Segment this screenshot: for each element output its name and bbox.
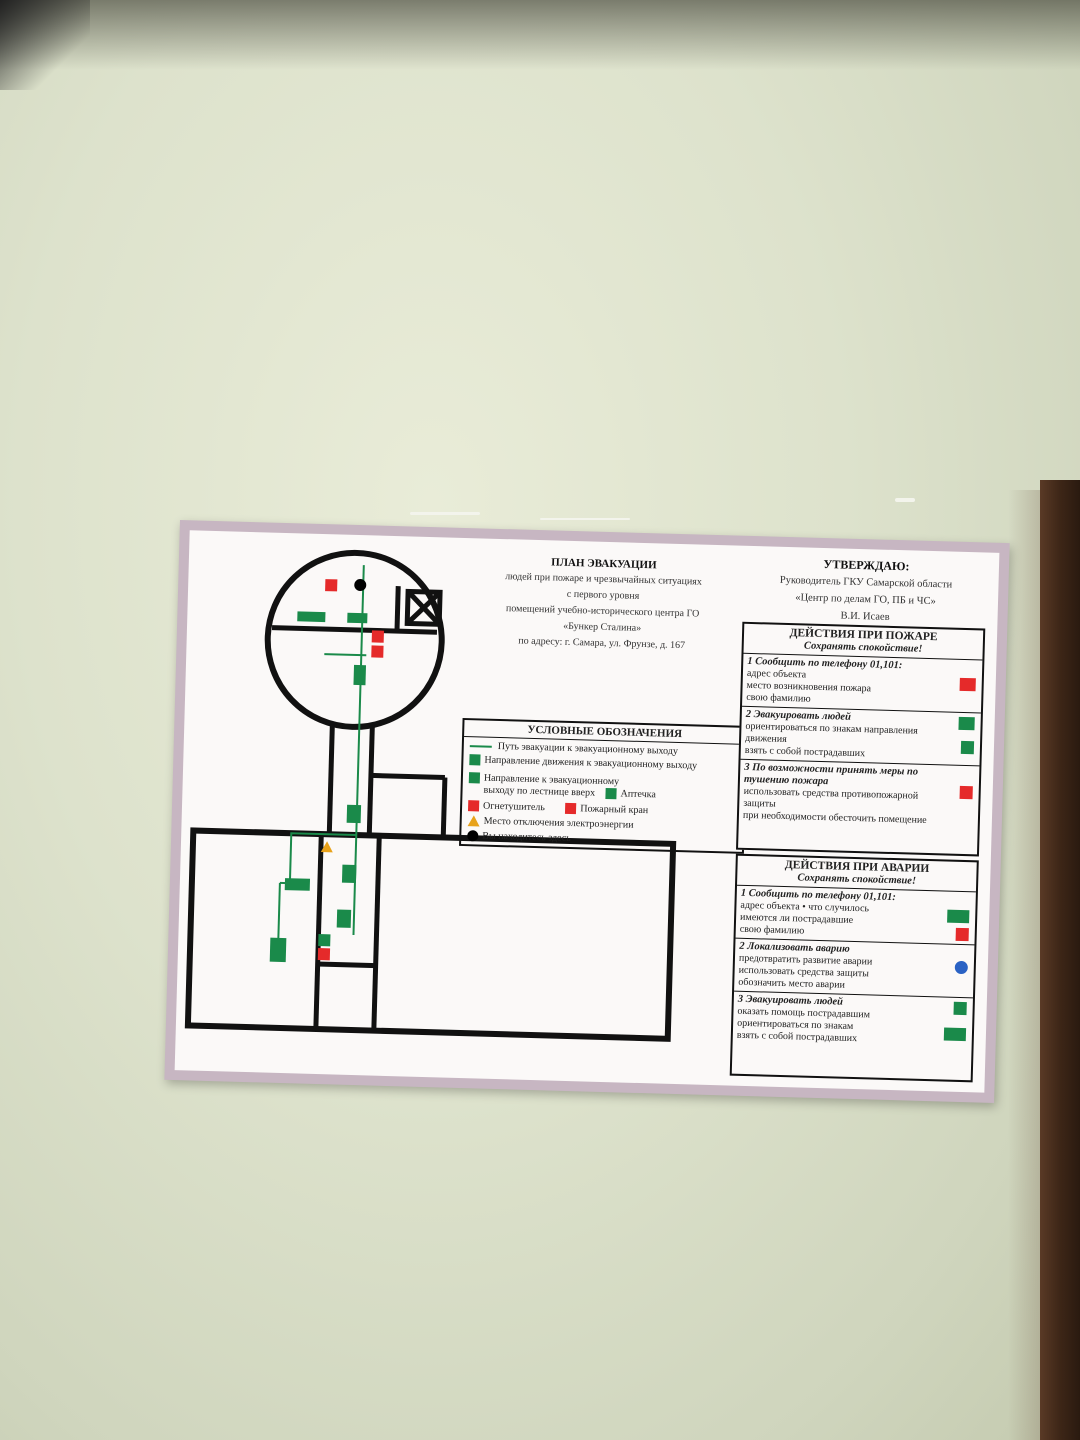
exit-sign-icon [958,716,975,731]
corridor-wall [366,725,375,836]
you-are-here-icon [354,579,367,592]
exit-sign-icon [269,937,287,963]
legend-item: выходу по лестнице вверх Аптечка [483,784,656,801]
first-aid-icon [318,934,331,947]
phone-icon [955,927,969,942]
accident-step-2: 2 Локализовать аварию предотвратить разв… [734,938,975,999]
fire-hydrant-icon [565,803,577,815]
legend-item: Огнетушитель Пожарный кран [467,800,648,817]
fire-actions-box: ДЕЙСТВИЯ ПРИ ПОЖАРЕ Сохранять спокойстви… [736,621,986,857]
warning-icon [467,815,480,827]
round-hall-wall [264,549,445,730]
route-line-icon [469,744,492,748]
stair-room [404,588,443,627]
corridor-wall [326,724,335,835]
wall [440,777,448,838]
wall-shadow [0,0,1080,70]
wall [313,833,324,1030]
phone-icon [959,677,976,692]
legend-item: Место отключения электроэнергии [467,815,634,832]
first-aid-icon [605,788,617,800]
door-frame [1040,480,1080,1440]
extinguisher-icon [317,948,331,961]
exit-sign-icon [947,909,970,924]
fire-step-1: 1 Сообщить по телефону 01,101: адрес объ… [742,653,983,714]
you-are-here-icon [467,830,479,842]
direction-sign-icon [353,664,367,686]
exit-sign-icon [297,611,326,623]
plan-sheet: ПЛАН ЭВАКУАЦИИ людей при пожаре и чрезвы… [174,530,1000,1093]
floor-plan-drawing [184,549,677,1042]
first-aid-icon [960,740,975,755]
wall [370,772,445,780]
wall [271,625,438,635]
exit-sign-icon [347,612,368,624]
exit-sign-icon [943,1027,967,1042]
fire-step-3: 3 По возможности принять меры по тушению… [739,760,980,831]
wall-crack [895,498,915,502]
wall [394,586,401,632]
plan-header: ПЛАН ЭВАКУАЦИИ людей при пожаре и чрезвы… [457,552,750,656]
direction-sign-icon [336,909,352,928]
first-aid-icon [953,1001,967,1016]
wall-corner-shadow [0,0,90,90]
legend: УСЛОВНЫЕ ОБОЗНАЧЕНИЯ Путь эвакуации к эв… [459,717,748,854]
extinguisher-icon [371,645,384,658]
direction-sign-icon [346,804,362,824]
direction-sign-icon [341,864,357,884]
exit-sign-icon [284,878,311,891]
wall-crack [410,512,480,515]
evacuation-plan-sign: ПЛАН ЭВАКУАЦИИ людей при пожаре и чрезвы… [164,520,1010,1103]
legend-item: Вы находитесь здесь [467,830,571,845]
accident-actions-box: ДЕЙСТВИЯ ПРИ АВАРИИ Сохранять спокойстви… [729,853,979,1083]
fire-step-2: 2 Эвакуировать людей ориентироваться по … [740,706,981,767]
accident-step-1: 1 Сообщить по телефону 01,101: адрес объ… [735,885,976,946]
fire-hydrant-icon [325,579,338,592]
accident-step-3: 3 Эвакуировать людей оказать помощь пост… [733,992,973,1051]
outer-wall [184,827,677,1042]
stairs-up-icon [468,772,481,784]
info-icon [954,960,968,975]
fire-hydrant-icon [371,630,384,643]
extinguisher-icon [467,800,480,812]
power-cutoff-icon [320,841,333,853]
exit-direction-icon [469,754,481,766]
wall [371,835,382,1031]
extinguisher-icon [959,785,973,800]
wall-crack [540,518,630,520]
wall [317,961,376,969]
